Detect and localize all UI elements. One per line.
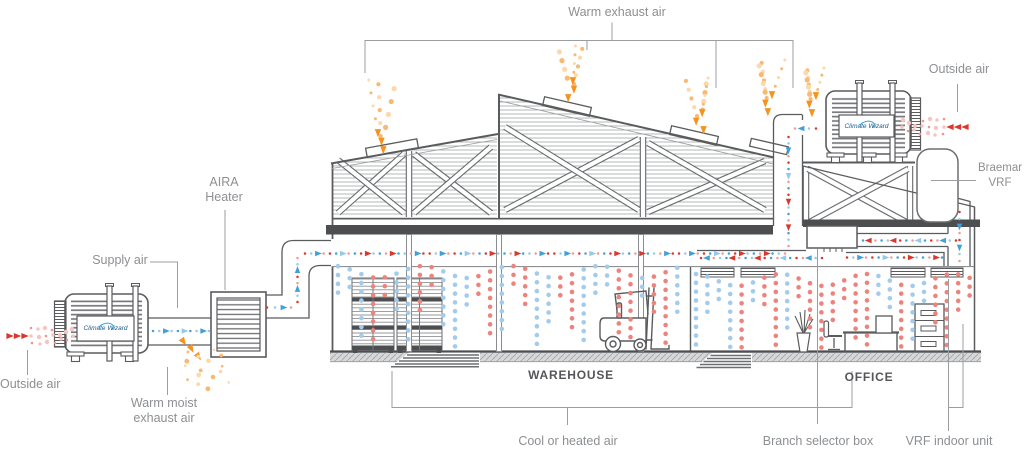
label-vrf-indoor-unit: VRF indoor unit	[905, 434, 993, 448]
outside-air-arrows	[6, 116, 969, 346]
label-warm-moist-line2: exhaust air	[133, 411, 195, 425]
label-aira-line1: AIRA	[209, 175, 239, 189]
potted-plant	[794, 309, 814, 353]
braemar-vrf-unit	[916, 148, 959, 223]
label-warm-moist-exhaust: Warm moist exhaust air	[131, 396, 197, 426]
office-furniture	[794, 303, 945, 353]
climate-wizard-units	[53, 80, 922, 363]
airflow-arrows	[151, 125, 963, 334]
warm-exhaust-bracket	[364, 22, 794, 88]
roof-vent	[748, 137, 790, 156]
office-desk	[843, 315, 899, 352]
cool-heated-bracket	[391, 371, 853, 425]
filing-cabinet	[914, 303, 945, 352]
logo-text: Climate Wizard	[83, 325, 128, 332]
building-columns	[406, 234, 644, 352]
label-braemar-vrf: Braemar VRF	[978, 161, 1022, 191]
floor-ramp	[390, 352, 480, 368]
building-structure	[265, 93, 981, 369]
floor-ramp	[694, 353, 752, 369]
climate-wizard-logo-right: Climate Wizard	[840, 116, 894, 137]
desk-monitor	[875, 315, 893, 334]
ceiling-vent	[890, 267, 926, 278]
roof-trusses	[335, 124, 914, 226]
storage-racks	[351, 277, 443, 353]
label-outside-air-right: Outside air	[928, 62, 990, 76]
label-braemar-line1: Braemar	[977, 162, 1023, 174]
exhaust-plumes	[178, 44, 826, 392]
logo-text: Climate Wizard	[844, 122, 889, 130]
label-office: OFFICE	[844, 370, 894, 384]
label-outside-air-left: Outside air	[0, 377, 61, 391]
label-cool-or-heated-air: Cool or heated air	[518, 434, 618, 448]
label-aira-heater: AIRA Heater	[205, 175, 243, 205]
ceiling-vent	[740, 267, 776, 278]
label-warm-moist-line1: Warm moist	[130, 396, 198, 410]
label-supply-air: Supply air	[92, 253, 148, 267]
branch-selector-box-shape	[806, 225, 858, 249]
aira-heater-unit	[210, 291, 267, 358]
label-aira-line2: Heater	[205, 190, 243, 204]
supply-air-leader	[150, 261, 178, 308]
left-roof-section	[332, 134, 497, 219]
climate-wizard-logo-left: Climate Wizard	[78, 317, 134, 341]
middle-roof-section	[499, 95, 773, 219]
ceiling-vent	[700, 267, 735, 278]
interior-air-dots	[335, 263, 972, 350]
label-warm-exhaust-air: Warm exhaust air	[568, 5, 666, 19]
office-chair	[823, 320, 842, 351]
forklift	[599, 287, 670, 353]
label-braemar-line2: VRF	[988, 177, 1012, 189]
leader-lines	[27, 22, 976, 431]
vrf-indoor-leader	[948, 279, 964, 431]
label-warehouse: WAREHOUSE	[528, 368, 614, 382]
label-branch-selector-box: Branch selector box	[762, 434, 874, 448]
